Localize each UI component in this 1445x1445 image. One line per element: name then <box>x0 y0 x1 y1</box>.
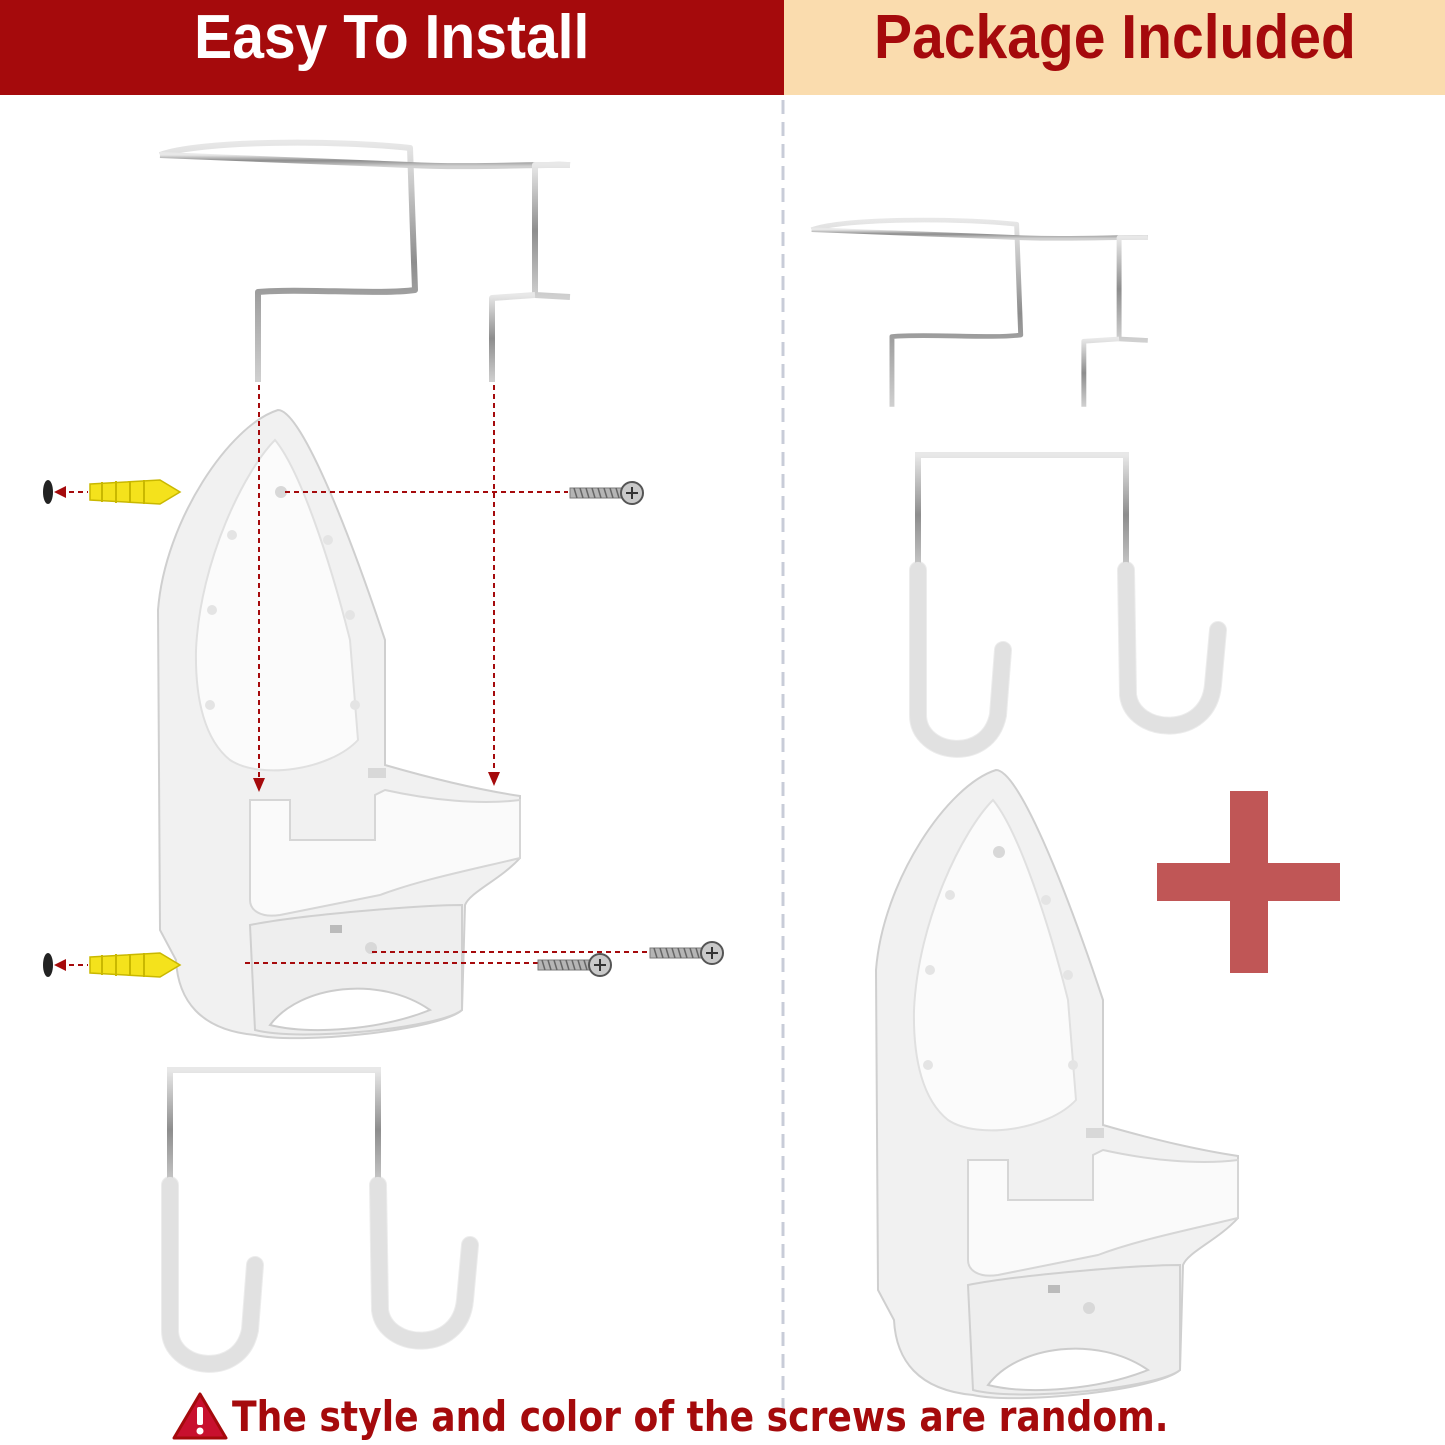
easy-to-install-banner: Easy To Install <box>0 0 784 95</box>
plus-icon <box>1157 791 1340 973</box>
screw-bottom-1 <box>537 953 612 977</box>
screw-top <box>569 481 644 505</box>
arrow-heads <box>54 486 500 971</box>
screw-bottom-2 <box>649 941 724 965</box>
package-included-title: Package Included <box>873 3 1356 72</box>
package-included-banner: Package Included <box>784 0 1445 95</box>
wall-hole-bottom <box>43 953 53 977</box>
wall-anchor-bottom <box>89 952 181 978</box>
warning-triangle-icon <box>172 1392 228 1440</box>
wall-anchor-top <box>89 479 181 505</box>
package-hooks <box>918 455 1218 749</box>
screw-disclaimer-text: The style and color of the screws are ra… <box>232 1391 1169 1441</box>
easy-to-install-title: Easy To Install <box>194 3 590 72</box>
package-wire-holder <box>812 220 1148 407</box>
screw-disclaimer: The style and color of the screws are ra… <box>172 1388 1321 1444</box>
wall-hole-top <box>43 480 53 504</box>
install-wire-holder <box>160 143 570 382</box>
install-hooks <box>170 1070 470 1364</box>
install-iron-holder <box>157 409 521 1040</box>
